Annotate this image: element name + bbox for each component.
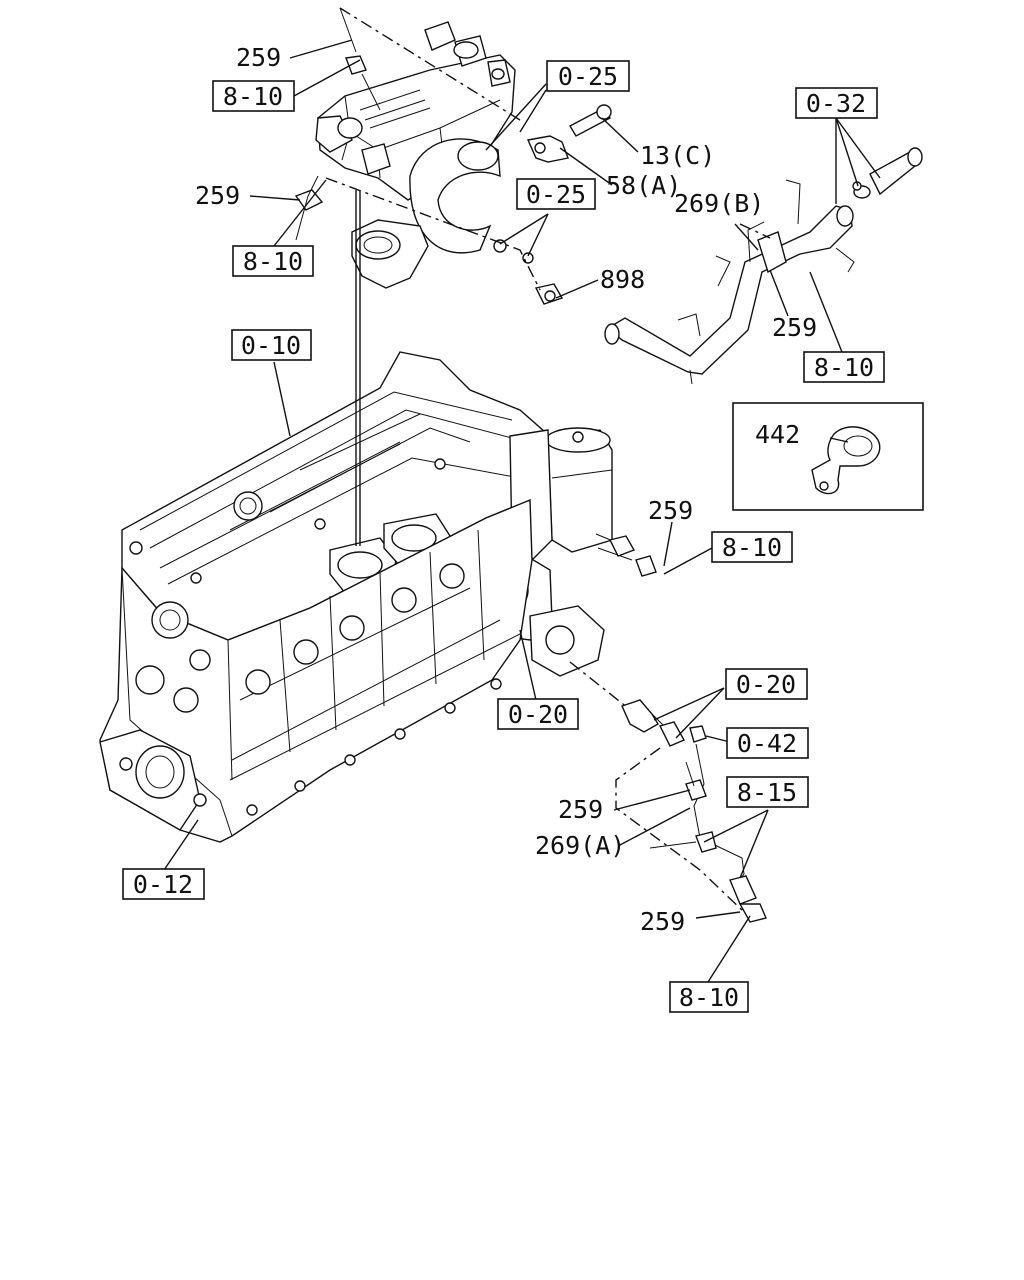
ref-label: 0-42 <box>737 729 797 758</box>
part-label-442: 442 <box>755 420 800 449</box>
engine-block <box>99 351 657 843</box>
ref-label: 0-10 <box>241 331 301 360</box>
ref-label: 8-10 <box>223 82 283 111</box>
part-label-259: 259 <box>558 795 603 824</box>
ref-label: 0-32 <box>806 89 866 118</box>
part-label-259: 259 <box>772 313 817 342</box>
part-label-58a: 58(A) <box>606 171 681 200</box>
part-label-259: 259 <box>195 181 240 210</box>
leader-lines <box>163 39 881 983</box>
part-label-269b: 269(B) <box>674 189 764 218</box>
thermostat-housing-assembly <box>294 7 612 305</box>
ref-box-8-10-side: 8-10 <box>711 531 793 563</box>
clamp-detail-box <box>732 402 924 511</box>
assembly-center-lines <box>325 7 771 913</box>
ref-label: 0-12 <box>133 870 193 899</box>
ref-box-0-12: 0-12 <box>122 868 205 900</box>
ref-box-0-25-mid: 0-25 <box>516 178 596 210</box>
ref-box-8-15: 8-15 <box>726 776 809 808</box>
ref-label: 8-15 <box>737 778 797 807</box>
ref-box-0-42: 0-42 <box>726 727 809 759</box>
ref-label: 0-20 <box>736 670 796 699</box>
ref-label: 8-10 <box>722 533 782 562</box>
part-label-259: 259 <box>640 907 685 936</box>
ref-label: 0-20 <box>508 700 568 729</box>
part-label-259: 259 <box>236 43 281 72</box>
ref-box-8-10-left: 8-10 <box>232 245 314 277</box>
part-label-259: 259 <box>648 496 693 525</box>
ref-label: 0-25 <box>526 180 586 209</box>
sensor-harness <box>621 699 767 923</box>
ref-label: 8-10 <box>814 353 874 382</box>
ref-box-0-32: 0-32 <box>795 87 878 119</box>
water-pipe-assembly <box>604 147 923 385</box>
ref-box-0-25-top: 0-25 <box>546 60 630 92</box>
reference-boxes: 8-10 0-25 0-25 0-32 8-10 8-10 0-10 8-10 <box>122 60 885 1013</box>
ref-box-0-20-mid: 0-20 <box>497 698 579 730</box>
ref-label: 8-10 <box>243 247 303 276</box>
ref-box-0-10: 0-10 <box>231 329 312 361</box>
ref-box-0-20-right: 0-20 <box>725 668 808 700</box>
ref-box-8-10-bottom: 8-10 <box>669 981 749 1013</box>
part-label-898: 898 <box>600 265 645 294</box>
ref-label: 0-25 <box>558 62 618 91</box>
ref-box-8-10-right: 8-10 <box>803 351 885 383</box>
part-label-269a: 269(A) <box>535 831 625 860</box>
part-labels: 259 13(C) 58(A) 259 269(B) 898 259 442 2… <box>195 43 817 936</box>
part-label-13c: 13(C) <box>640 141 715 170</box>
ref-box-8-10-top: 8-10 <box>212 80 295 112</box>
ref-label: 8-10 <box>679 983 739 1012</box>
